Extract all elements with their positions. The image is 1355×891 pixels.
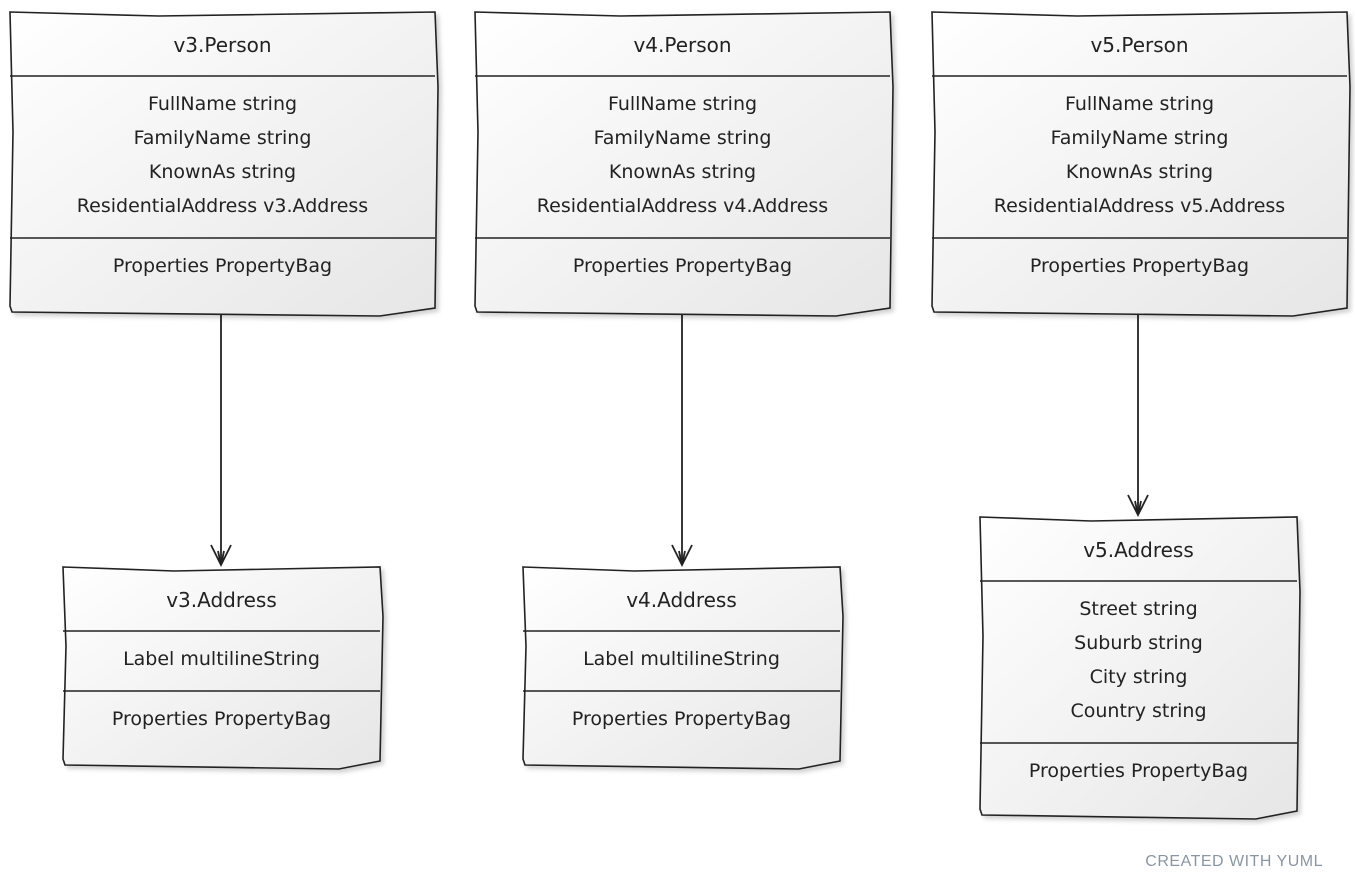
class-field: FamilyName string [134, 127, 312, 149]
class-field: Suburb string [1074, 632, 1203, 654]
class-method: Properties PropertyBag [112, 708, 331, 730]
association-arrow [210, 312, 232, 568]
arrow-head [1127, 494, 1149, 518]
class-field: KnownAs string [1066, 161, 1213, 183]
class-field: ResidentialAddress v5.Address [994, 195, 1285, 217]
created-with-credit: CREATED WITH YUML [1145, 853, 1323, 870]
association-arrow [671, 312, 693, 568]
class-field: ResidentialAddress v4.Address [537, 195, 828, 217]
class-title: v5.Person [1090, 33, 1188, 57]
class-box-outline [931, 11, 1351, 317]
class-title: v4.Address [626, 588, 737, 612]
class-box-outline [474, 11, 894, 317]
class-box-outline [522, 566, 844, 770]
class-title: v3.Person [173, 33, 271, 57]
class-field: FullName string [608, 93, 757, 115]
class-field: FullName string [1065, 93, 1214, 115]
class-method: Properties PropertyBag [572, 708, 791, 730]
class-field: Street string [1079, 598, 1197, 620]
class-method: Properties PropertyBag [113, 255, 332, 277]
class-field: Country string [1070, 700, 1206, 722]
association-arrow [1127, 312, 1149, 518]
class-field: Label multilineString [123, 648, 320, 670]
class-field: City string [1090, 666, 1188, 688]
class-box-outline [9, 11, 439, 317]
class-method: Properties PropertyBag [1030, 255, 1249, 277]
class-box-outline [62, 566, 384, 770]
class-field: KnownAs string [609, 161, 756, 183]
class-field: ResidentialAddress v3.Address [77, 195, 368, 217]
class-title: v3.Address [166, 588, 277, 612]
class-field: FamilyName string [594, 127, 772, 149]
class-field: KnownAs string [149, 161, 296, 183]
arrow-head [671, 544, 693, 568]
class-title: v5.Address [1083, 538, 1194, 562]
class-method: Properties PropertyBag [1029, 760, 1248, 782]
arrow-head [210, 544, 232, 568]
class-title: v4.Person [633, 33, 731, 57]
class-field: FullName string [148, 93, 297, 115]
class-field: Label multilineString [583, 648, 780, 670]
class-method: Properties PropertyBag [573, 255, 792, 277]
class-field: FamilyName string [1051, 127, 1229, 149]
